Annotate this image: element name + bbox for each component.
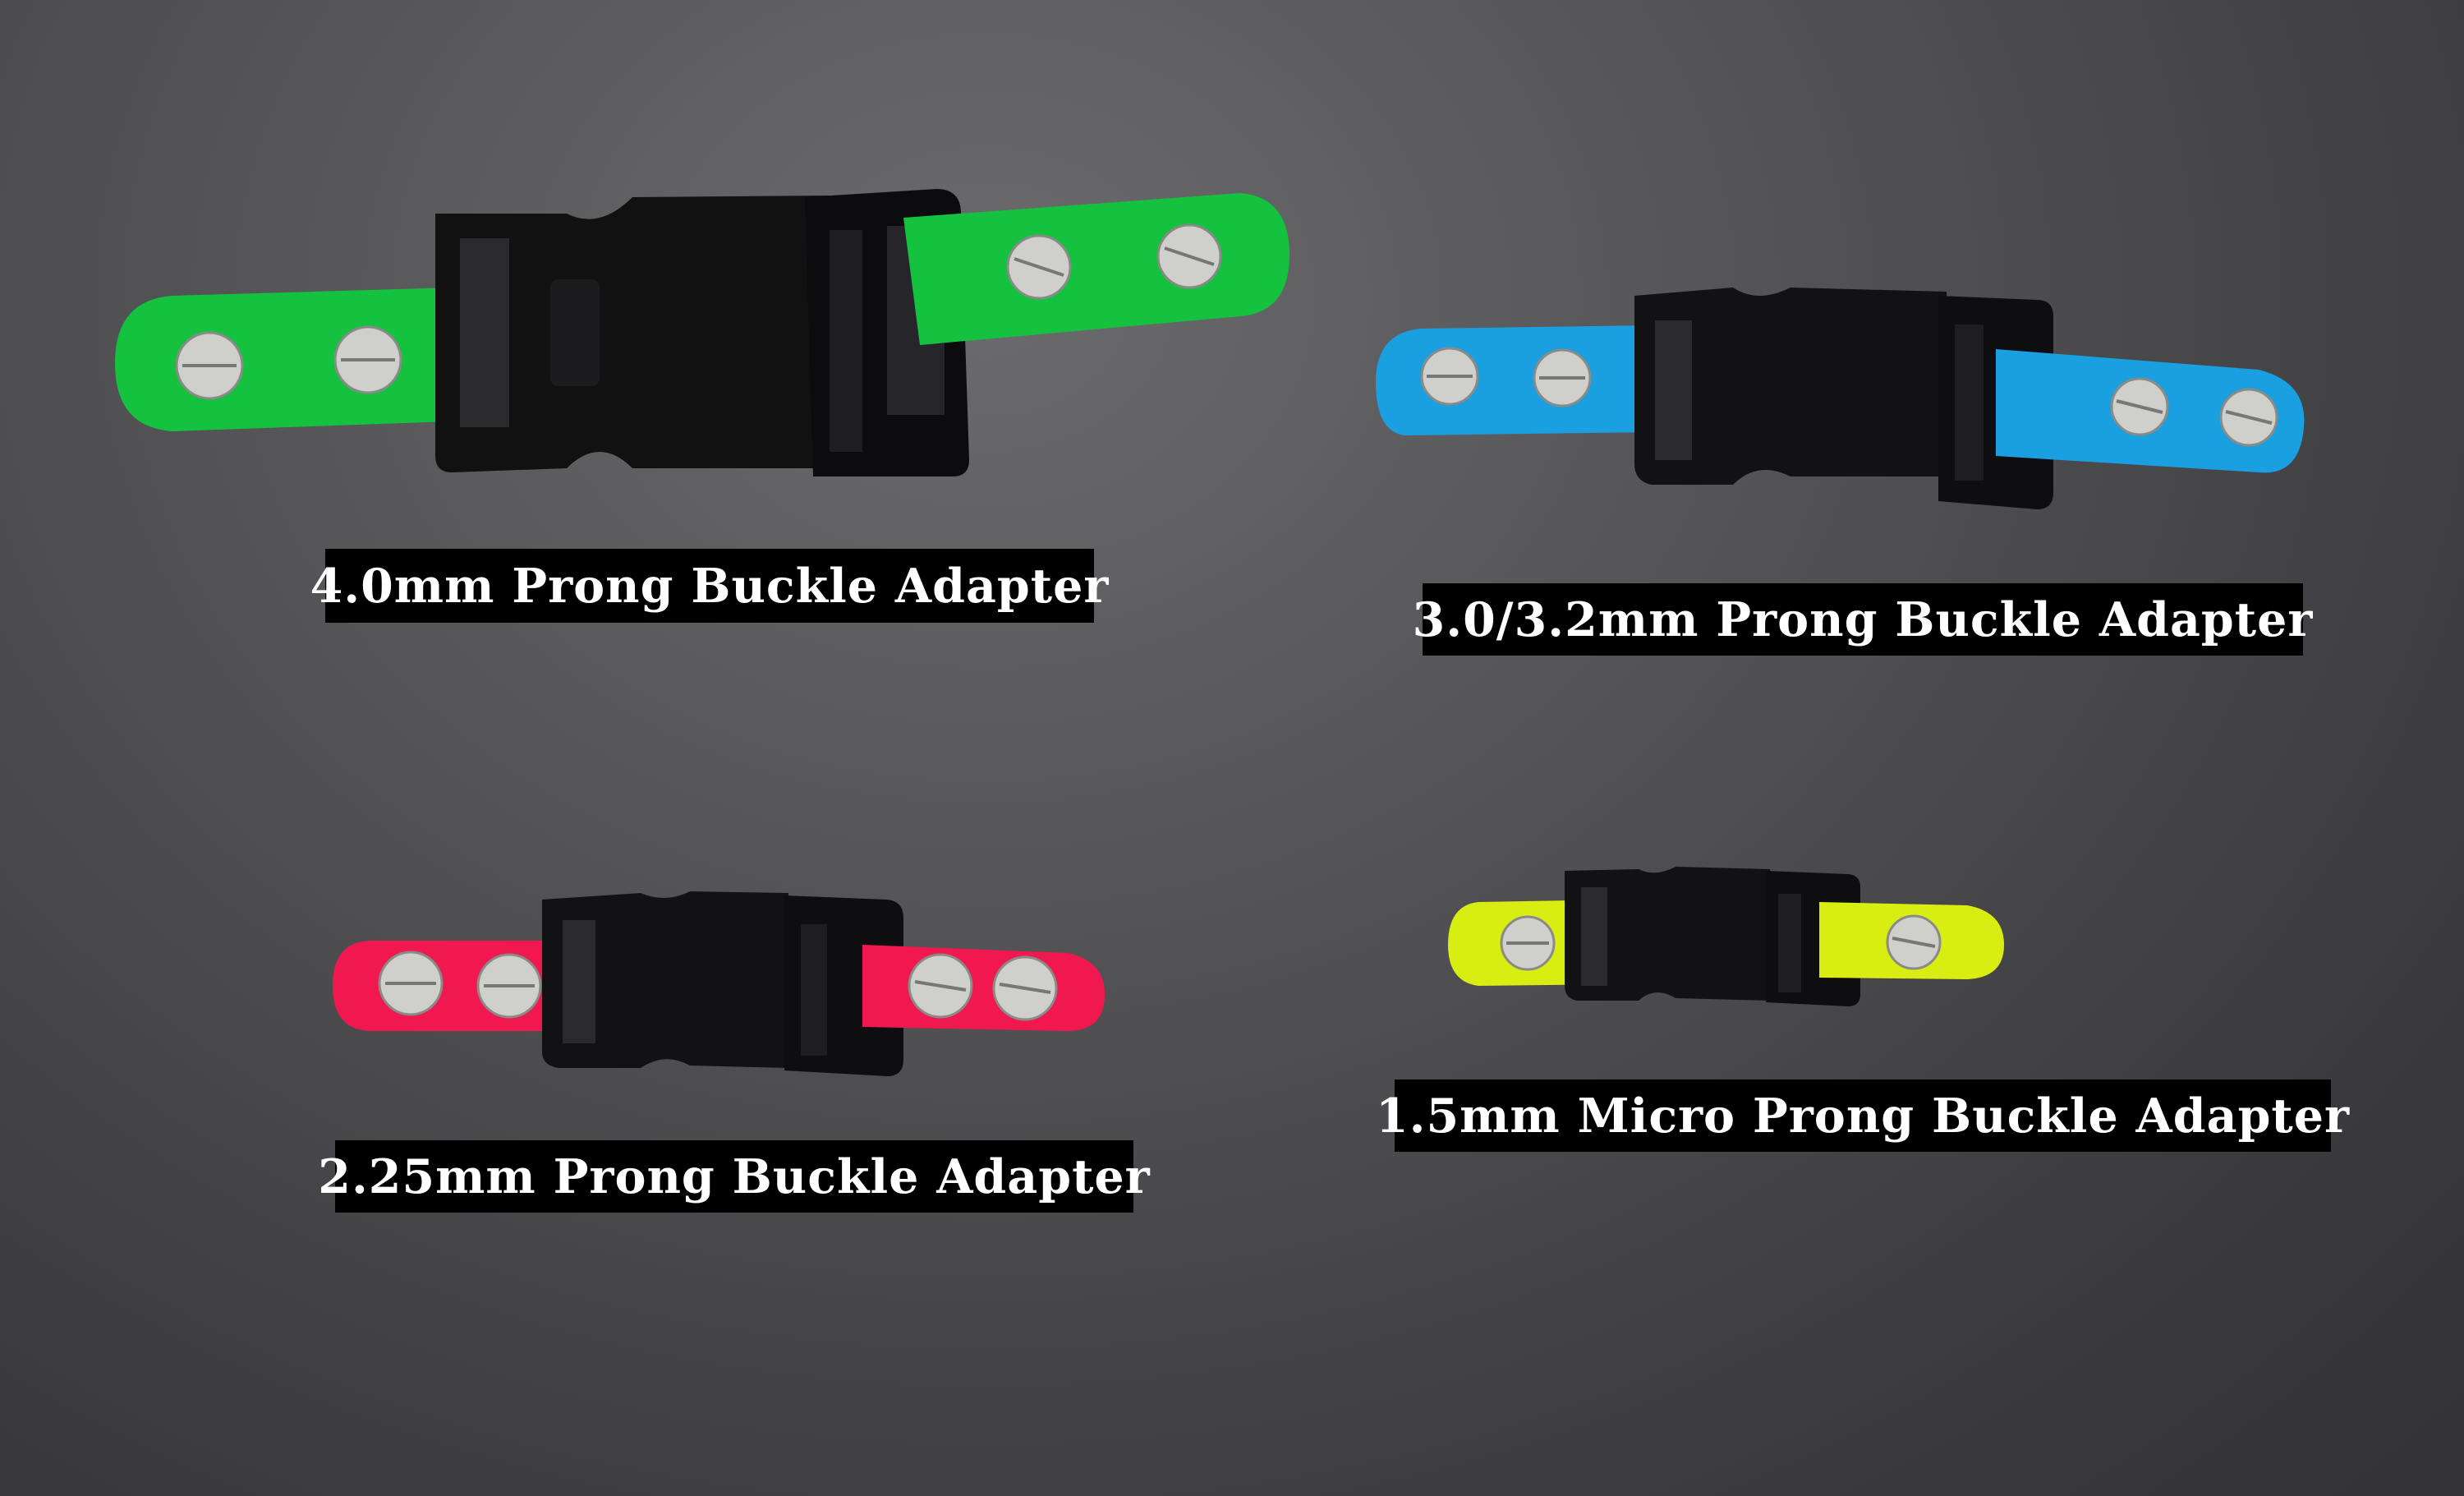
buckle-adapter-4mm: [107, 181, 1298, 493]
strap-right: [903, 193, 1289, 345]
product-label-4mm: 4.0mm Prong Buckle Adapter: [310, 549, 1108, 623]
screws: [1420, 347, 2278, 447]
buckle-adapter-2-25mm: [329, 883, 1117, 1080]
buckle-male: [435, 196, 830, 472]
screws: [378, 951, 1058, 1021]
buckle-adapter-2-25mm-graphic: [333, 891, 1105, 1076]
buckle-adapter-3mm: [1372, 279, 2324, 518]
buckle-adapter-4mm-graphic: [115, 189, 1289, 476]
screws: [175, 223, 1222, 400]
buckle-male: [1565, 867, 1770, 1001]
buckle-adapter-1-5mm-micro: [1441, 863, 2008, 1010]
buckle-male: [542, 891, 788, 1068]
buckle-adapter-1-5mm-micro-graphic: [1448, 867, 2004, 1006]
screws: [1500, 914, 1942, 971]
product-label-2-25mm: 2.25mm Prong Buckle Adapter: [318, 1140, 1150, 1213]
product-label-3mm: 3.0/3.2mm Prong Buckle Adapter: [1413, 583, 2312, 656]
product-label-1-5mm-micro: 1.5mm Micro Prong Buckle Adapter: [1376, 1079, 2349, 1152]
buckle-adapter-3mm-graphic: [1376, 288, 2305, 509]
strap-right: [862, 945, 1105, 1031]
buckle-male: [1634, 288, 1947, 485]
